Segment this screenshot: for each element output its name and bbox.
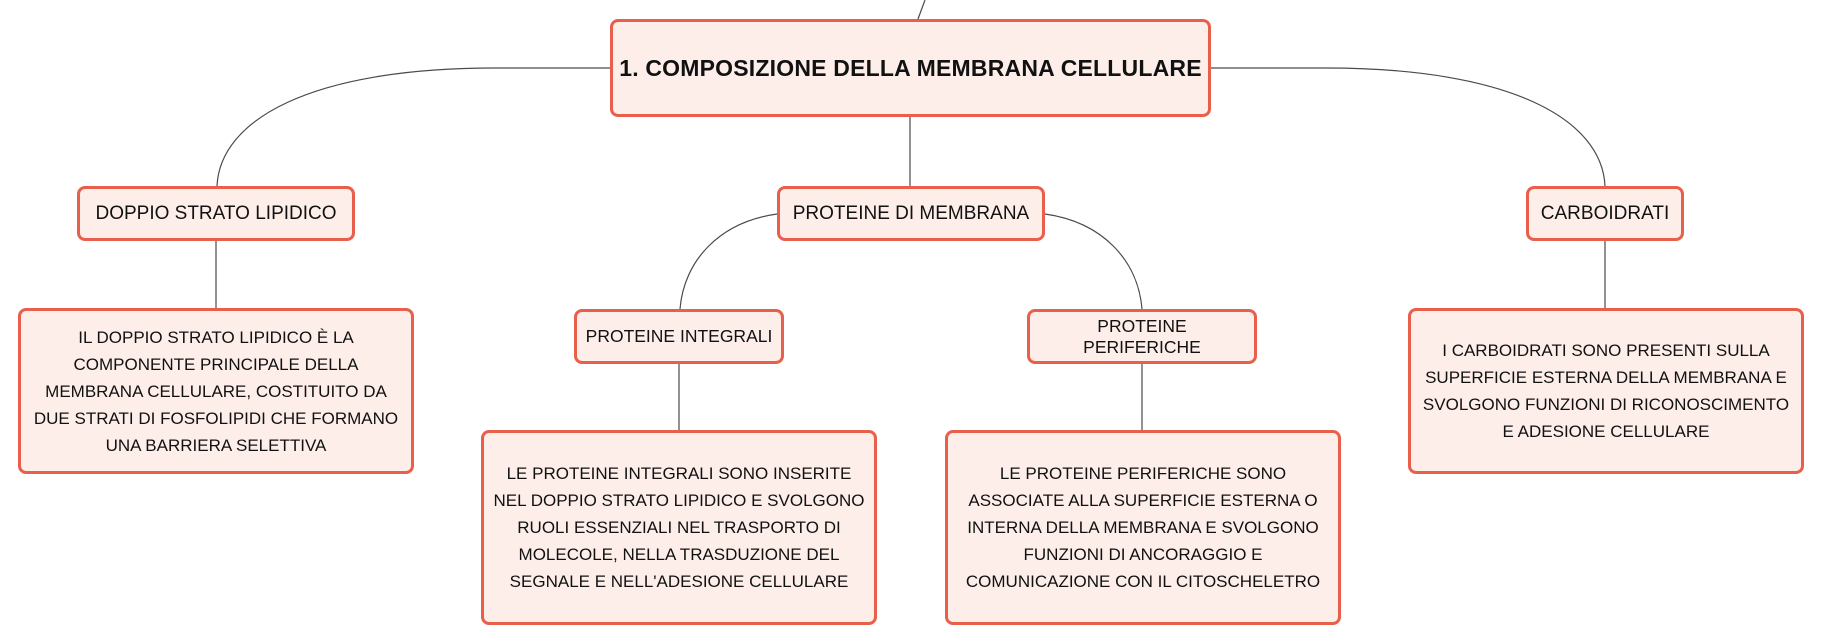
topic-lipid-bilayer-label: DOPPIO STRATO LIPIDICO [95, 202, 337, 224]
topic-carbohydrates-label: CARBOIDRATI [1540, 202, 1670, 224]
topic-membrane-proteins-label: PROTEINE DI MEMBRANA [792, 202, 1030, 224]
topic-membrane-proteins[interactable]: PROTEINE DI MEMBRANA [777, 186, 1045, 241]
subtopic-peripheral-proteins-label: PROTEINE PERIFERICHE [1083, 315, 1201, 357]
root-topic-label: 1. COMPOSIZIONE DELLA MEMBRANA CELLULARE [619, 54, 1202, 81]
description-peripheral-proteins[interactable]: LE PROTEINE PERIFERICHE SONO ASSOCIATE A… [945, 430, 1341, 625]
connector-proteins-peripheral [1044, 213, 1143, 310]
subtopic-integral-proteins-label: PROTEINE INTEGRALI [585, 326, 773, 346]
connector-root-carbs [1211, 67, 1606, 187]
subtopic-peripheral-proteins[interactable]: PROTEINE PERIFERICHE [1027, 309, 1257, 364]
description-carbohydrates[interactable]: I CARBOIDRATI SONO PRESENTI SULLA SUPERF… [1408, 308, 1804, 474]
connector-root-lipid [216, 67, 610, 187]
topic-lipid-bilayer[interactable]: DOPPIO STRATO LIPIDICO [77, 186, 355, 241]
description-carbohydrates-text: I CARBOIDRATI SONO PRESENTI SULLA SUPERF… [1422, 341, 1790, 441]
connector-incoming [917, 0, 926, 20]
description-peripheral-proteins-text: LE PROTEINE PERIFERICHE SONO ASSOCIATE A… [965, 464, 1321, 591]
description-lipid-bilayer-text: IL DOPPIO STRATO LIPIDICO È LA COMPONENT… [33, 327, 399, 455]
topic-carbohydrates[interactable]: CARBOIDRATI [1526, 186, 1684, 241]
description-lipid-bilayer[interactable]: IL DOPPIO STRATO LIPIDICO È LA COMPONENT… [18, 308, 414, 474]
root-topic[interactable]: 1. COMPOSIZIONE DELLA MEMBRANA CELLULARE [610, 19, 1211, 117]
description-integral-proteins[interactable]: LE PROTEINE INTEGRALI SONO INSERITE NEL … [481, 430, 877, 625]
connector-proteins-integral [679, 213, 778, 310]
subtopic-integral-proteins[interactable]: PROTEINE INTEGRALI [574, 309, 784, 364]
description-integral-proteins-text: LE PROTEINE INTEGRALI SONO INSERITE NEL … [493, 464, 865, 591]
